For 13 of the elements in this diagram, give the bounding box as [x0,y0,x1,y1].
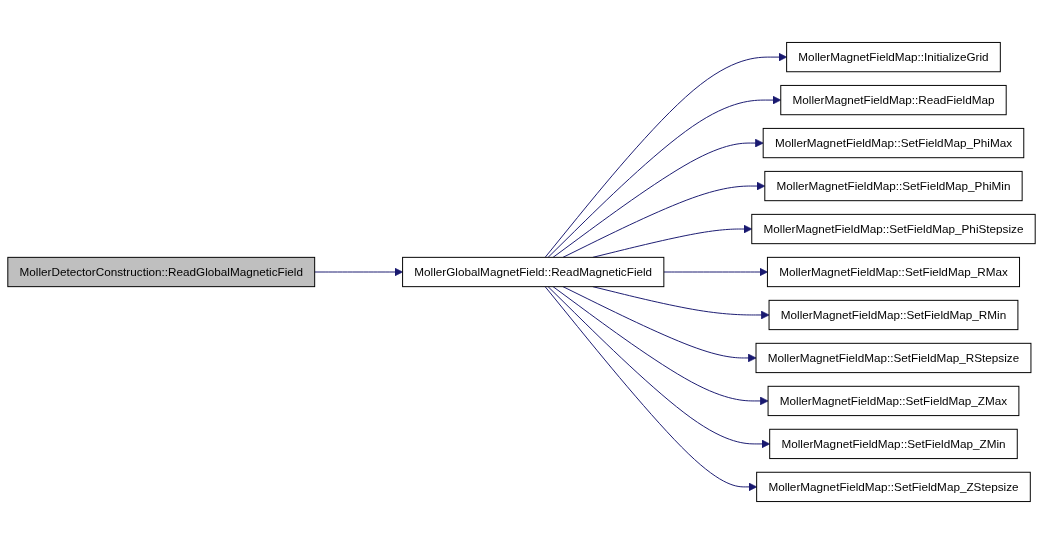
function-box: MollerMagnetFieldMap::SetFieldMap_ZMin [769,428,1018,460]
function-box: MollerMagnetFieldMap::SetFieldMap_RStepsize [755,342,1032,374]
function-box: MollerGlobalMagnetField::ReadMagneticField [402,256,665,288]
function-box: MollerMagnetFieldMap::SetFieldMap_PhiMin [764,170,1023,202]
function-box: MollerMagnetFieldMap::SetFieldMap_PhiStepsize [751,213,1036,245]
function-box: MollerMagnetFieldMap::SetFieldMap_ZMax [767,385,1020,417]
function-box: MollerMagnetFieldMap::InitializeGrid [786,41,1001,73]
function-box: MollerMagnetFieldMap::SetFieldMap_ZStepsize [756,471,1031,503]
function-box: MollerMagnetFieldMap::SetFieldMap_RMax [766,256,1020,288]
function-box: MollerMagnetFieldMap::SetFieldMap_PhiMax [762,127,1025,159]
function-box: MollerMagnetFieldMap::ReadFieldMap [780,84,1007,116]
function-box: MollerDetectorConstruction::ReadGlobalMagneticField [7,256,316,288]
function-box: MollerMagnetFieldMap::SetFieldMap_RMin [768,299,1019,331]
